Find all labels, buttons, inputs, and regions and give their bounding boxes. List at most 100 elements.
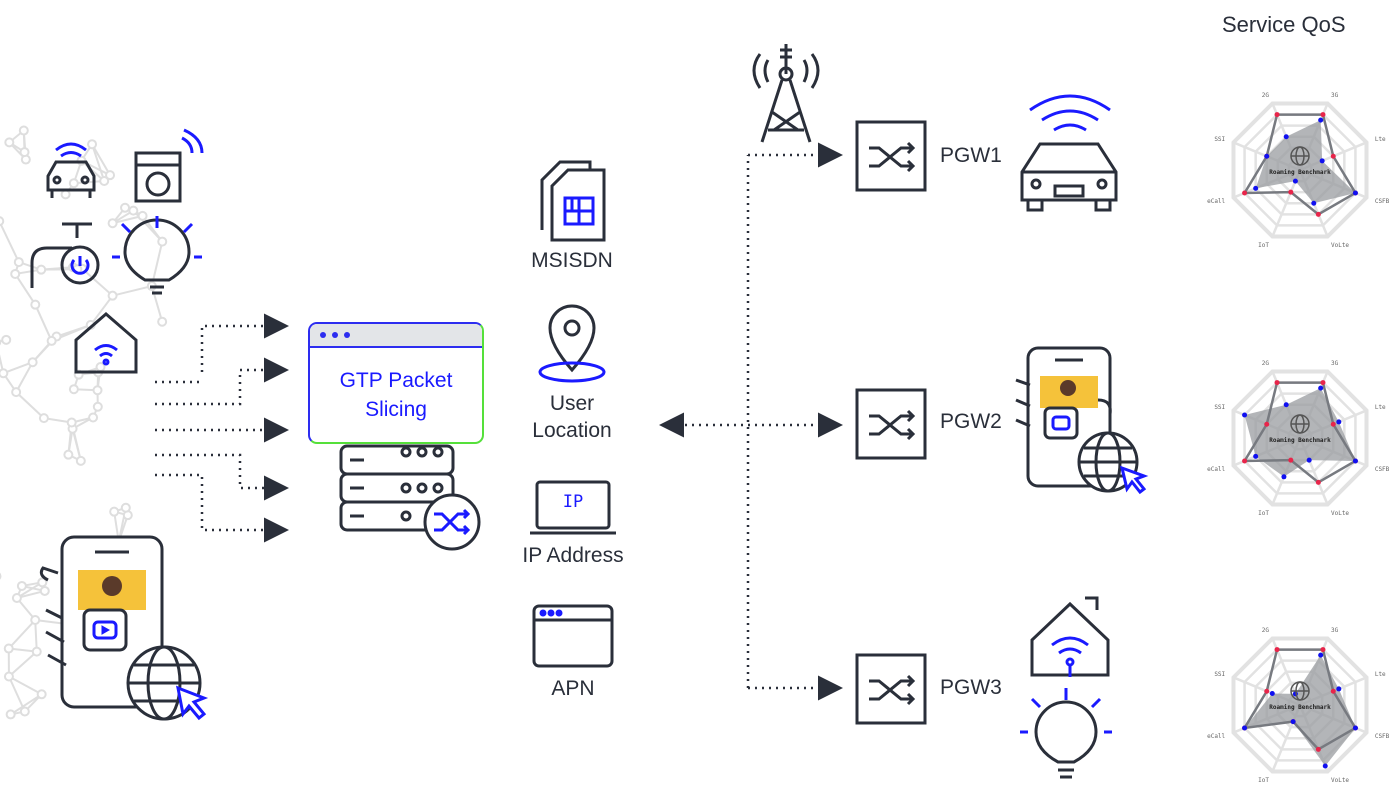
- benchmark-point: [1264, 688, 1270, 694]
- benchmark-point: [1315, 479, 1321, 485]
- radar-axis-label: eCall: [1207, 198, 1225, 205]
- service-point: [1253, 185, 1259, 191]
- radar-axis-label: eCall: [1207, 733, 1225, 740]
- radar-axis-label: 2G: [1262, 92, 1270, 99]
- location-pin-icon: [538, 304, 606, 383]
- service-point: [1318, 652, 1324, 658]
- globe-icon: [1290, 146, 1310, 166]
- service-point: [1283, 134, 1289, 140]
- user-location-label: User Location: [532, 392, 612, 442]
- smart-bulb-icon: [112, 216, 202, 295]
- globe-icon: [1290, 414, 1310, 434]
- benchmark-point: [1274, 112, 1280, 118]
- gtp-title: GTP Packet Slicing: [339, 369, 453, 421]
- radar-axis-label: VoLte: [1331, 777, 1349, 784]
- service-area: [1244, 655, 1356, 766]
- radar-axis-label: 2G: [1262, 627, 1270, 634]
- service-point: [1306, 457, 1312, 463]
- radar-center-label: Roaming Benchmark: [1269, 169, 1331, 176]
- radar-axis-label: Lte: [1375, 136, 1386, 143]
- apn-label: APN: [551, 677, 595, 700]
- shuffle-circle-icon: [423, 493, 481, 551]
- radar-axis-label: SSI: [1214, 404, 1225, 411]
- benchmark-point: [1330, 688, 1336, 694]
- radar-axis-label: CSFB: [1375, 466, 1390, 473]
- benchmark-point: [1288, 457, 1294, 463]
- service-point: [1318, 385, 1324, 391]
- benchmark-point: [1315, 211, 1321, 217]
- msisdn-label: MSISDN: [531, 249, 613, 272]
- service-point: [1311, 200, 1317, 206]
- window-title-bar: [310, 324, 482, 348]
- cell-tower-icon: [752, 44, 820, 143]
- benchmark-point: [1330, 153, 1336, 159]
- service-point: [1292, 178, 1298, 184]
- pgw1-label: PGW1: [940, 144, 1002, 167]
- radar-axis-label: Lte: [1375, 404, 1386, 411]
- radar-center-label: Roaming Benchmark: [1269, 437, 1331, 444]
- phone-video-streaming-icon: [39, 535, 209, 721]
- smart-home-icon: [74, 312, 138, 374]
- service-point: [1318, 117, 1324, 123]
- radar-axis-label: IoT: [1258, 510, 1269, 517]
- service-point: [1352, 190, 1358, 196]
- radar-axis-label: CSFB: [1375, 198, 1390, 205]
- traffic-flow-arrows: [155, 313, 289, 543]
- radar-axis-label: SSI: [1214, 671, 1225, 678]
- service-point: [1336, 686, 1342, 692]
- service-point: [1264, 153, 1270, 159]
- service-qos-title: Service QoS: [1222, 12, 1346, 37]
- smart-faucet-icon: [30, 222, 100, 288]
- radar-axis-label: Lte: [1375, 671, 1386, 678]
- radar-axis-label: 3G: [1331, 92, 1339, 99]
- radar-axis-label: eCall: [1207, 466, 1225, 473]
- gtp-packet-slicing-window[interactable]: GTP Packet Slicing: [308, 322, 484, 444]
- service-point: [1281, 474, 1287, 480]
- browser-window-icon: [532, 604, 614, 668]
- pgw2-label: PGW2: [940, 410, 1002, 433]
- radar-axis-label: 3G: [1331, 360, 1339, 367]
- globe-icon: [1290, 681, 1310, 701]
- connected-car-icon: [46, 142, 96, 198]
- pgw-switch-boxes: [855, 120, 927, 725]
- benchmark-point: [1320, 647, 1326, 653]
- benchmark-point: [1264, 421, 1270, 427]
- service-point: [1336, 419, 1342, 425]
- service-point: [1319, 158, 1325, 164]
- sim-card-icon: [540, 160, 606, 242]
- benchmark-point: [1274, 380, 1280, 386]
- car-icon: [1020, 94, 1118, 212]
- gateway-routing-arrows: [659, 142, 843, 701]
- light-bulb-icon: [1020, 688, 1112, 779]
- benchmark-point: [1315, 746, 1321, 752]
- service-point: [1242, 412, 1248, 418]
- smart-washer-icon: [134, 128, 204, 203]
- service-area: [1255, 120, 1356, 204]
- service-point: [1290, 719, 1296, 725]
- radar-axis-label: VoLte: [1331, 242, 1349, 249]
- radar-axis-label: IoT: [1258, 242, 1269, 249]
- service-point: [1352, 725, 1358, 731]
- ip-address-label: IP Address: [522, 544, 624, 567]
- benchmark-point: [1274, 647, 1280, 653]
- service-point: [1322, 763, 1328, 769]
- benchmark-point: [1330, 421, 1336, 427]
- benchmark-point: [1320, 380, 1326, 386]
- benchmark-point: [1320, 112, 1326, 118]
- benchmark-point: [1288, 189, 1294, 195]
- radar-axis-label: CSFB: [1375, 733, 1390, 740]
- home-wifi-icon: [1030, 596, 1110, 677]
- service-point: [1269, 691, 1275, 697]
- ip-screen-text: IP: [562, 492, 584, 512]
- benchmark-point: [1242, 190, 1248, 196]
- pgw3-label: PGW3: [940, 676, 1002, 699]
- service-point: [1242, 725, 1248, 731]
- server-rack-icon: [339, 444, 455, 532]
- radar-axis-label: 3G: [1331, 627, 1339, 634]
- service-point: [1253, 453, 1259, 459]
- service-point: [1352, 458, 1358, 464]
